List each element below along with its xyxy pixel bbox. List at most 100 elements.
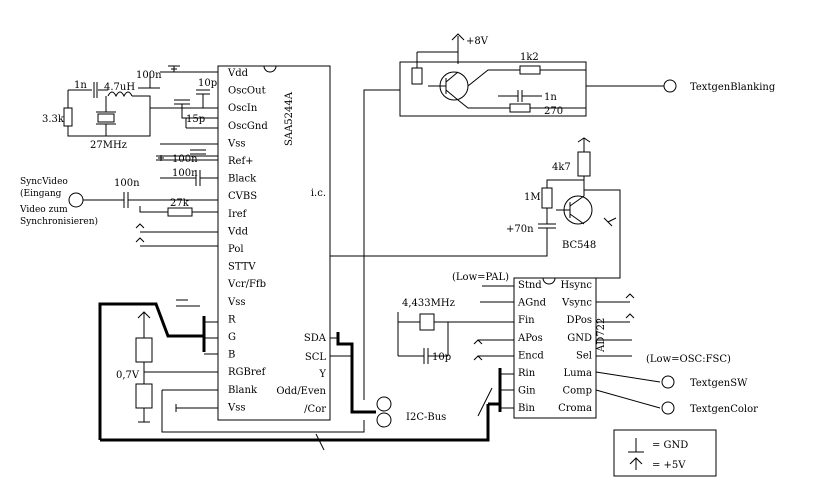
- ad-right-pin-4: Sel: [576, 350, 592, 361]
- sync-line-1: SyncVideo: [20, 177, 68, 187]
- vss-gnd-wire: [176, 299, 200, 307]
- saa-left-pin-13: Vss: [227, 297, 246, 308]
- ad-left-pin-7: Bin: [518, 403, 536, 414]
- bus-break-mark: [315, 433, 325, 451]
- saa-left-pin-1: OscOut: [228, 86, 266, 97]
- saa-left-pin-17: RGBref: [228, 367, 267, 378]
- saa-left-pin-8: Iref: [228, 209, 248, 220]
- cap-100n-top-label: 100n: [136, 70, 162, 81]
- sync-video-connector[interactable]: [68, 192, 84, 208]
- crystal-4433: [419, 313, 435, 331]
- apos-encd-arrows: [473, 339, 483, 361]
- resistor-1k2-label: 1k2: [520, 52, 539, 63]
- textgen-color-connector[interactable]: [661, 401, 675, 415]
- i2c-label: I2C-Bus: [406, 412, 446, 423]
- ad-right-pin-5: Luma: [563, 368, 592, 379]
- cap-100n-a-label: 100n: [172, 154, 198, 165]
- input-network: 100n 100n 100n 27k: [68, 143, 218, 247]
- resistor-divider-top: [135, 337, 153, 363]
- vcc-arrow-div: [137, 311, 151, 338]
- textgen-color-label: TextgenColor: [690, 404, 758, 415]
- ad-left-pin-3: APos: [517, 333, 543, 344]
- legend-gnd-text: = GND: [652, 440, 688, 451]
- ad-right-pin-1: Vsync: [561, 298, 592, 309]
- cap-10p-label: 10p: [198, 78, 217, 89]
- saa-chip-notch: [263, 65, 277, 73]
- saa-left-pin-18: Blank: [228, 385, 258, 396]
- vdd-pol-wires: [140, 231, 218, 247]
- saa-left-pins: VddOscOutOscInOscGndVssRef+BlackCVBSIref…: [227, 68, 268, 413]
- i2c-connector-sda[interactable]: [376, 396, 392, 412]
- cap-10p-b-label: 10p: [432, 352, 451, 363]
- bias-wire: [546, 179, 584, 188]
- vcc8-label: +8V: [466, 36, 489, 47]
- blank-to-saa-wire: [363, 89, 400, 400]
- i2c-bus-thick: [336, 332, 376, 414]
- ad-left-pin-2: Fin: [518, 315, 535, 326]
- crystal-4433-label: 4,433MHz: [402, 298, 455, 309]
- cap-100n-b-label: 100n: [172, 168, 198, 179]
- ad-left-pin-0: Stnd: [518, 280, 542, 291]
- ad-out-wires: [595, 371, 661, 409]
- sync-stage: 4k7 1M +70n BC548: [330, 137, 621, 279]
- cap-1n-label: 1n: [74, 80, 87, 91]
- saa-left-pin-19: Vss: [227, 402, 246, 413]
- cap-1n: [93, 82, 98, 98]
- sync-line-4: Synchronisieren): [20, 216, 98, 227]
- inductor-label: 4.7uH: [104, 82, 135, 93]
- saa-left-pin-2: OscIn: [228, 103, 258, 114]
- saa-right-pin-0: i.c.: [311, 188, 326, 199]
- rgb-ad-wires: [477, 373, 514, 417]
- blank-wire: [161, 389, 365, 433]
- bc548-label: BC548: [562, 240, 596, 251]
- sync-video-label: SyncVideo (Eingang Video zum Synchronisi…: [19, 177, 98, 227]
- divider-voltage-label: 0,7V: [116, 370, 140, 381]
- divider-wires: [138, 362, 150, 423]
- cap-470n: [330, 208, 556, 257]
- resistor-blank: [411, 67, 423, 85]
- vss-cap: [160, 143, 218, 155]
- oscgnd-wire: [185, 118, 218, 129]
- crystal-4433-net: [397, 312, 514, 364]
- bus-thick-bottom: [100, 404, 490, 442]
- ad-left-pin-6: Gin: [518, 386, 536, 397]
- stnd-agnd-wires: [480, 285, 514, 303]
- resistor-27k-label: 27k: [170, 198, 190, 209]
- resistor-270: [509, 103, 531, 113]
- bus-thick-left: [98, 302, 204, 440]
- legend: = GND = +5V: [613, 429, 717, 477]
- cap-470n-label: +70n: [506, 224, 534, 235]
- saa-left-pin-4: Vss: [227, 138, 246, 149]
- ad-right-pin-6: Comp: [562, 386, 592, 397]
- osc-wire-loop: [67, 90, 151, 137]
- resistor-1m: [541, 187, 553, 209]
- i2c-connector-scl[interactable]: [376, 412, 392, 428]
- textgen-blanking-label: TextgenBlanking: [690, 82, 776, 93]
- textgen-sw-connector[interactable]: [661, 375, 675, 389]
- ad-left-pin-1: AGnd: [517, 298, 547, 309]
- saa-right-pin-1: SDA: [304, 333, 327, 344]
- gnd-legend-icon: [628, 438, 644, 453]
- saa-chip-name: SAA5244A: [284, 91, 295, 146]
- cap-15p-label: 15p: [186, 114, 205, 125]
- ad-left-pin-4: Encd: [518, 350, 544, 361]
- rgb-wires: [204, 321, 218, 355]
- sync-line-3: Video zum: [19, 205, 68, 215]
- apos-encd-wires: [478, 339, 514, 357]
- blank-emitter-wire: [457, 99, 586, 109]
- osc-wire-right: [132, 95, 218, 109]
- blanking-stage: +8V 1k2 1n 270 TextgenBlanking: [363, 33, 776, 400]
- saa-left-pin-3: OscGnd: [228, 121, 268, 132]
- ad-right-wires: [596, 301, 632, 357]
- saa-right-pin-4: Odd/Even: [276, 386, 326, 397]
- saa-left-pin-11: STTV: [228, 262, 256, 273]
- textgen-blanking-connector[interactable]: [663, 79, 677, 93]
- low-pal-label: (Low=PAL): [452, 272, 509, 283]
- legend-box: [613, 429, 717, 477]
- vcc-legend-icon: [629, 457, 643, 470]
- ad-right-pin-0: Hsync: [560, 280, 592, 291]
- saa-left-pin-9: Vdd: [227, 226, 249, 237]
